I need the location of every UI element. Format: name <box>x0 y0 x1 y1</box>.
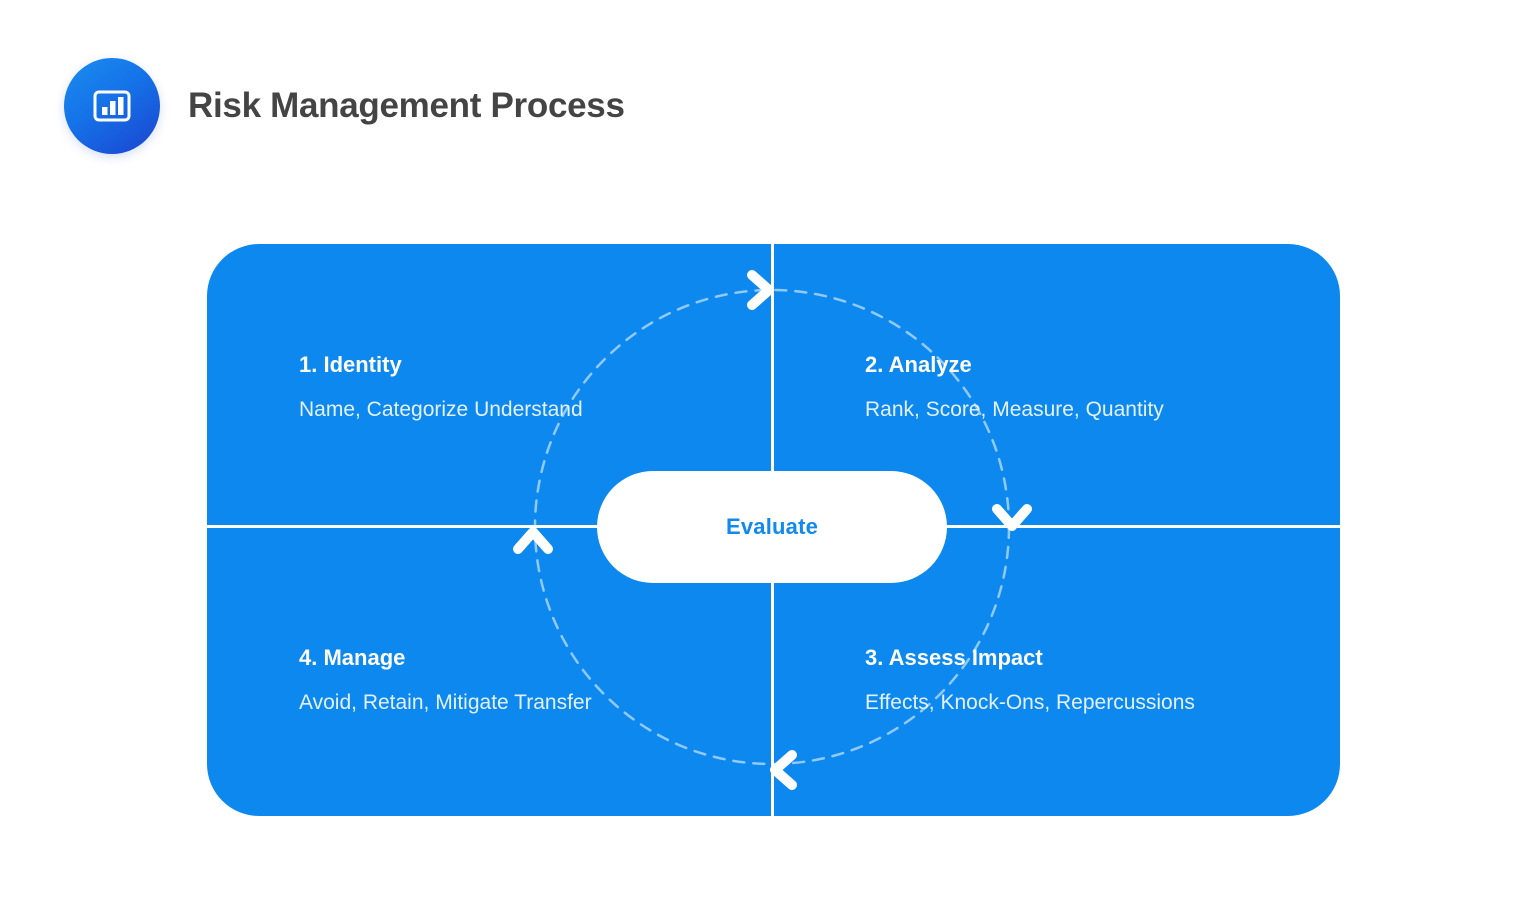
quadrant-identity[interactable]: 1. Identity Name, Categorize Understand <box>299 352 759 422</box>
arrow-right-icon <box>992 504 1032 531</box>
quadrant-manage-title: 4. Manage <box>299 645 406 670</box>
quadrant-analyze-description: Rank, Score, Measure, Quantity <box>865 398 1164 421</box>
header: Risk Management Process <box>64 58 625 154</box>
arrow-left-icon <box>513 527 553 554</box>
quadrant-assess-impact[interactable]: 3. Assess Impact Effects, Knock-Ons, Rep… <box>865 645 1325 715</box>
quadrant-analyze-title: 2. Analyze <box>865 352 972 377</box>
center-evaluate-node[interactable]: Evaluate <box>597 471 947 583</box>
center-evaluate-label: Evaluate <box>725 514 819 539</box>
risk-process-diagram: 1. Identity Name, Categorize Understand … <box>207 244 1340 816</box>
brand-badge <box>64 58 160 154</box>
quadrant-identity-description: Name, Categorize Understand <box>299 398 583 421</box>
arrow-bottom-icon <box>770 750 797 790</box>
bar-chart-icon <box>86 80 138 132</box>
quadrant-assess-impact-description: Effects, Knock-Ons, Repercussions <box>865 691 1195 714</box>
arrow-top-icon <box>747 270 774 310</box>
quadrant-manage[interactable]: 4. Manage Avoid, Retain, Mitigate Transf… <box>299 645 759 715</box>
quadrant-assess-impact-title: 3. Assess Impact <box>865 645 1043 670</box>
quadrant-analyze[interactable]: 2. Analyze Rank, Score, Measure, Quantit… <box>865 352 1325 422</box>
page-title: Risk Management Process <box>188 86 625 125</box>
quadrant-identity-title: 1. Identity <box>299 352 402 377</box>
quadrant-manage-description: Avoid, Retain, Mitigate Transfer <box>299 691 592 714</box>
